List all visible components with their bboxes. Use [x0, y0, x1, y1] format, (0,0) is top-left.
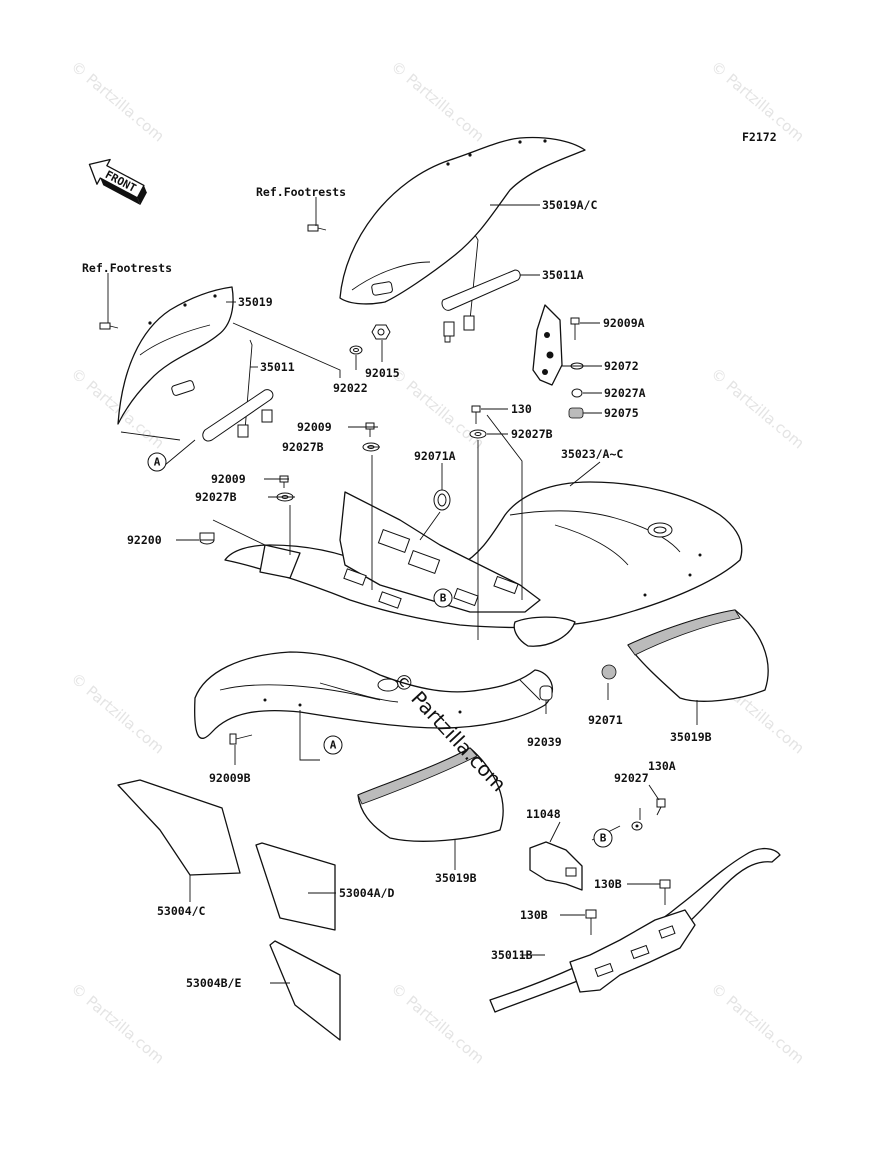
part-label: 92015	[365, 366, 400, 380]
grommet-icon	[601, 664, 617, 680]
part-label: 92075	[604, 406, 639, 420]
part-label: 35011	[260, 360, 295, 374]
washer-icon	[631, 821, 643, 831]
part-label: 35019	[238, 295, 273, 309]
watermark: © Partzilla.com	[67, 979, 167, 1067]
watermark: © Partzilla.com	[67, 669, 167, 757]
grommet-icon	[433, 489, 451, 511]
spacer-icon	[199, 532, 215, 545]
bolt-icon	[471, 405, 481, 424]
bolt-icon	[570, 317, 580, 340]
ref-footrests-label: Ref.Footrests	[82, 261, 172, 275]
part-label: 130B	[520, 908, 548, 922]
part-label: 92027	[614, 771, 649, 785]
part-label: 35011B	[491, 948, 533, 962]
bolt-icon	[659, 879, 671, 905]
bolt-icon	[307, 224, 327, 232]
watermark: © Partzilla.com	[707, 364, 807, 452]
circle-ref-B: B	[433, 588, 453, 608]
part-label: 92027B	[282, 440, 324, 454]
part-label: 92071A	[414, 449, 456, 463]
bolt-icon	[279, 475, 289, 488]
watermark: © Partzilla.com	[387, 57, 487, 145]
circle-ref-label: A	[154, 456, 161, 469]
frame-bracket-35011B	[489, 847, 781, 1013]
bolt-icon	[99, 322, 119, 330]
part-label: 130A	[648, 759, 676, 773]
front-arrow-icon: FRONT	[88, 158, 147, 206]
part-label: 92071	[588, 713, 623, 727]
decal-53004C	[117, 779, 241, 876]
nut-icon	[371, 324, 391, 340]
part-label: 92072	[604, 359, 639, 373]
part-label: 92022	[333, 381, 368, 395]
watermark: © Partzilla.com	[387, 979, 487, 1067]
part-label: 92027B	[195, 490, 237, 504]
mounting-bracket-92072	[532, 304, 563, 386]
circle-ref-A: A	[147, 452, 167, 472]
mud-flap-left	[357, 747, 504, 842]
bolt-icon	[229, 733, 253, 745]
watermark: © Partzilla.com	[67, 57, 167, 145]
mud-flap-right	[627, 609, 769, 702]
part-label: 92009	[211, 472, 246, 486]
rear-fender-main	[224, 481, 743, 647]
circle-ref-B: B	[593, 828, 613, 848]
part-label: 53004B/E	[186, 976, 241, 990]
decal-53004BE	[269, 940, 341, 1041]
bolt-icon	[656, 798, 666, 816]
fender-bracket-35011	[202, 339, 274, 442]
part-label: 92200	[127, 533, 162, 547]
part-label: 92027B	[511, 427, 553, 441]
bracket-11048	[529, 841, 583, 891]
labels: Ref.Footrests Ref.Footrests 35019A/C 350…	[82, 185, 712, 990]
part-label: 11048	[526, 807, 561, 821]
part-label: 35023/A~C	[561, 447, 623, 461]
part-label: 130B	[594, 877, 622, 891]
part-label: 53004/C	[157, 904, 206, 918]
circle-ref-A: A	[323, 735, 343, 755]
ref-footrests-label: Ref.Footrests	[256, 185, 346, 199]
part-label: 92009	[297, 420, 332, 434]
part-label: 92009B	[209, 771, 251, 785]
part-label: 92027A	[604, 386, 646, 400]
clip-icon	[539, 685, 553, 701]
rear-fender-lower-skirt	[194, 651, 554, 739]
washer-icon	[571, 388, 583, 398]
bolt-icon	[365, 422, 375, 437]
decal-53004AD	[255, 842, 336, 931]
watermark: © Partzilla.com	[707, 979, 807, 1067]
bolt-icon	[585, 909, 597, 935]
fender-bracket-35011A	[441, 234, 521, 343]
rear-fender-flap-left	[117, 286, 234, 425]
part-label: 35019B	[670, 730, 712, 744]
circle-ref-label: B	[440, 592, 447, 605]
circle-ref-label: A	[330, 739, 337, 752]
circle-ref-label: B	[600, 832, 607, 845]
part-label: 92009A	[603, 316, 645, 330]
grommet-icon	[568, 407, 584, 419]
washer-icon	[469, 429, 487, 439]
part-label: 35011A	[542, 268, 584, 282]
part-label: 35019A/C	[542, 198, 597, 212]
part-label: 92039	[527, 735, 562, 749]
part-label: 130	[511, 402, 532, 416]
figure-id: F2172	[742, 130, 777, 144]
washer-icon	[349, 345, 363, 355]
rear-fender-flap-right	[339, 136, 586, 305]
part-label: 53004A/D	[339, 886, 394, 900]
part-label: 35019B	[435, 871, 477, 885]
